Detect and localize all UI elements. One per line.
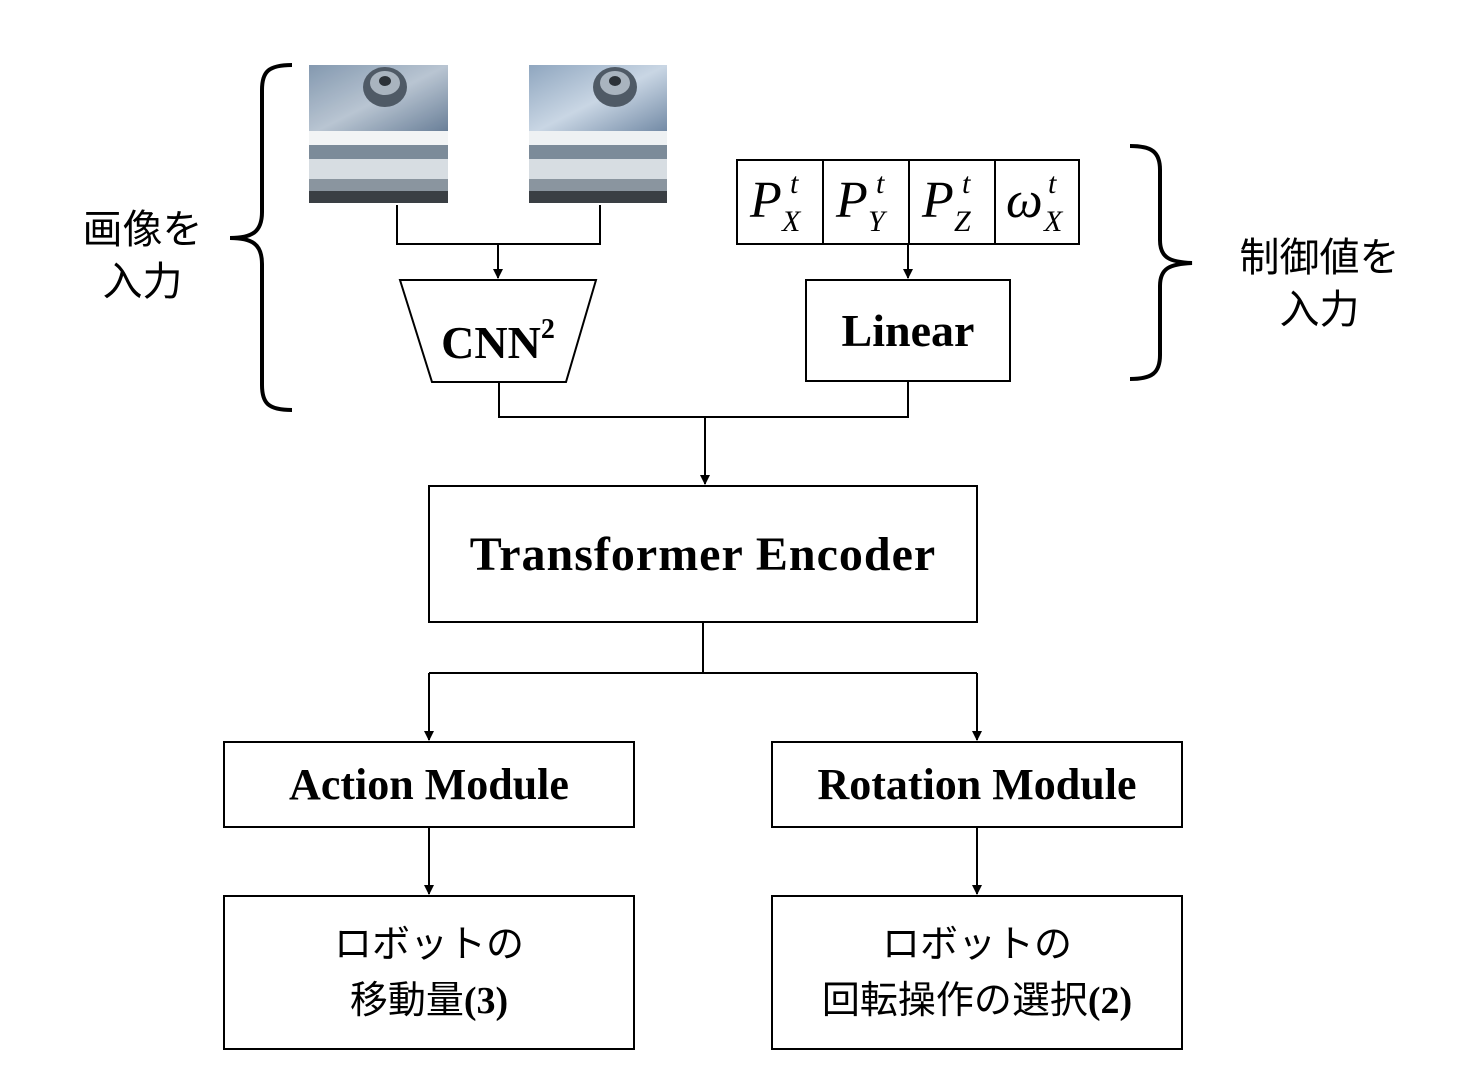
rotation-module-label: Rotation Module (817, 760, 1137, 809)
action-output-text: 移動量 (349, 978, 464, 1022)
var-omega-base: ω (1006, 172, 1043, 229)
control-variables-table: P t X P t Y P t Z ω t X (736, 159, 1080, 245)
camera-image-right (529, 65, 667, 203)
right-input-label: 制御値を 入力 (1222, 232, 1417, 336)
cnn-label: CNN2 (400, 300, 596, 373)
rotation-output-count: (2) (1087, 980, 1133, 1022)
cnn-label-text: CNN (441, 317, 541, 368)
linear-box: Linear (805, 279, 1011, 382)
var-py-sub: Y (868, 205, 885, 238)
right-label-line2: 入力 (1279, 287, 1360, 333)
left-label-line2: 入力 (102, 259, 183, 305)
var-cell-py: P t Y (822, 159, 910, 245)
var-py-sup: t (876, 167, 885, 200)
rotation-output-line2: 回転操作の選択(2) (822, 972, 1132, 1029)
var-omega-sub: X (1044, 205, 1063, 238)
cnn-label-superscript: 2 (540, 314, 555, 345)
var-py-base: P (836, 172, 868, 229)
action-module-label: Action Module (289, 760, 569, 809)
images-merge-line (396, 205, 601, 245)
transformer-encoder-label: Transformer Encoder (469, 527, 937, 581)
var-cell-omega-x: ω t X (994, 159, 1080, 245)
var-pz-base: P (922, 172, 954, 229)
left-brace (229, 63, 293, 412)
camera-image-left (309, 65, 448, 203)
var-pz-sub: Z (954, 205, 971, 238)
var-pz-sup: t (962, 167, 971, 200)
action-output-line2: 移動量(3) (334, 972, 524, 1029)
cnn-linear-merge-line (498, 382, 909, 418)
var-px-sub: X (782, 205, 801, 238)
linear-label: Linear (841, 305, 975, 356)
var-px-base: P (750, 172, 782, 229)
rotation-module-box: Rotation Module (771, 741, 1183, 828)
rotation-output-line1: ロボットの (881, 922, 1072, 966)
var-px-sup: t (790, 167, 799, 200)
transformer-encoder-box: Transformer Encoder (428, 485, 978, 623)
rotation-output-box: ロボットの 回転操作の選択(2) (771, 895, 1183, 1050)
action-output-box: ロボットの 移動量(3) (223, 895, 635, 1050)
action-module-box: Action Module (223, 741, 635, 828)
rotation-output-text: 回転操作の選択 (821, 978, 1088, 1022)
action-output-count: (3) (463, 980, 509, 1022)
right-brace (1129, 144, 1193, 381)
var-omega-sup: t (1048, 167, 1057, 200)
var-cell-px: P t X (736, 159, 824, 245)
right-label-line1: 制御値を (1239, 235, 1400, 281)
var-cell-pz: P t Z (908, 159, 996, 245)
left-input-label: 画像を 入力 (60, 204, 225, 308)
cnn-trapezoid (398, 279, 598, 383)
action-output-line1: ロボットの (333, 922, 524, 966)
left-label-line1: 画像を (82, 207, 203, 253)
